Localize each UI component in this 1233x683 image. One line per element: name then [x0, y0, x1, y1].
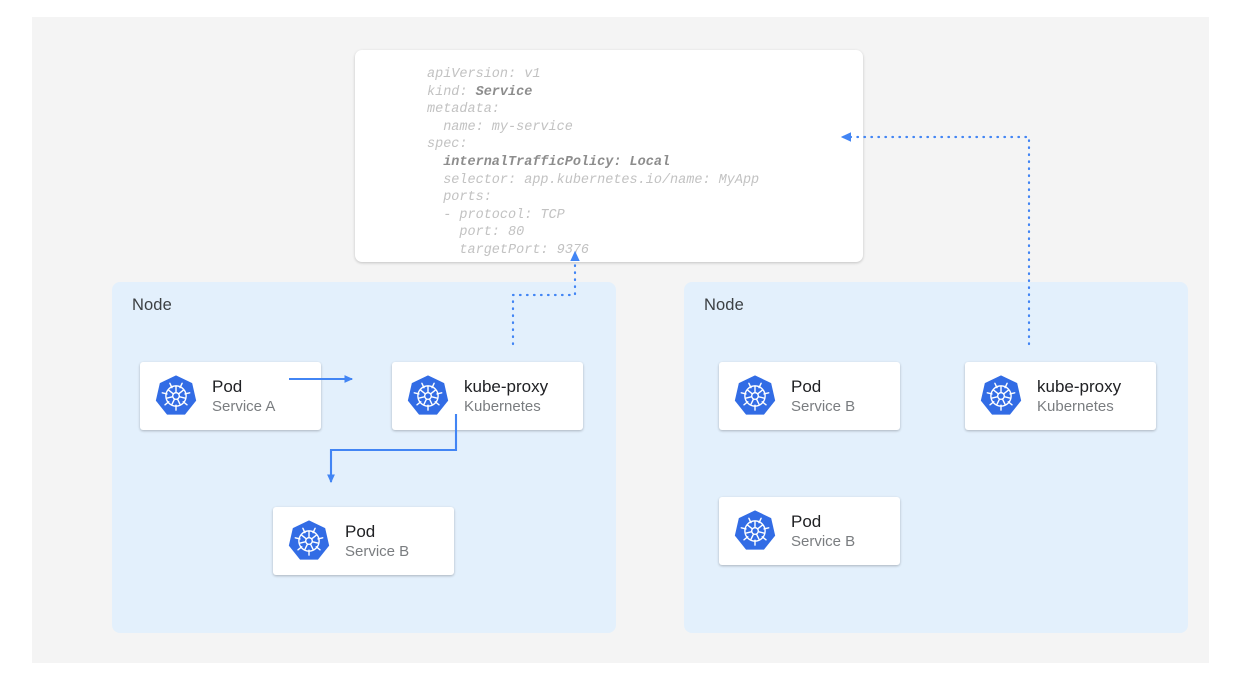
- kubernetes-icon: [979, 374, 1023, 418]
- card-title: kube-proxy: [1037, 376, 1122, 396]
- manifest-line: apiVersion: v1: [427, 67, 541, 82]
- card-subtitle: Service B: [345, 542, 410, 560]
- card-subtitle: Service A: [212, 397, 276, 415]
- manifest-line: targetPort: 9376: [427, 242, 590, 258]
- kubernetes-icon: [287, 519, 331, 563]
- manifest-line: ports:: [427, 190, 492, 206]
- service-manifest-card: apiVersion: v1 kind: Service metadata: nam…: [355, 50, 863, 262]
- card-text: Pod Service A: [212, 376, 275, 417]
- node-panel-right: Node: [684, 282, 1188, 633]
- card-title: Pod: [791, 511, 822, 531]
- card-pod-service-a[interactable]: Pod Service A: [140, 362, 321, 430]
- card-subtitle: Kubernetes: [464, 397, 541, 415]
- manifest-line: name: my-service: [427, 119, 573, 135]
- card-subtitle: Service B: [791, 532, 856, 550]
- node-panel-left: Node: [112, 282, 616, 633]
- card-kube-proxy-right[interactable]: kube-proxy Kubernetes: [965, 362, 1156, 430]
- card-pod-service-b-left[interactable]: Pod Service B: [273, 507, 454, 575]
- card-title: Pod: [212, 376, 243, 396]
- node-label: Node: [704, 296, 744, 314]
- kubernetes-icon: [733, 374, 777, 418]
- card-text: kube-proxy Kubernetes: [464, 376, 548, 417]
- card-title: Pod: [791, 376, 822, 396]
- manifest-line: selector: app.kubernetes.io/name: MyApp: [427, 172, 760, 188]
- service-manifest-code: apiVersion: v1 kind: Service metadata: nam…: [427, 66, 759, 260]
- card-subtitle: Kubernetes: [1037, 397, 1114, 415]
- node-label: Node: [132, 296, 172, 314]
- manifest-line: - protocol: TCP: [427, 207, 565, 223]
- manifest-line: internalTrafficPolicy: Local: [427, 154, 759, 172]
- manifest-line-emphasis: internalTrafficPolicy: Local: [443, 154, 671, 170]
- manifest-line: port: 80: [427, 225, 525, 241]
- card-subtitle: Service B: [791, 397, 856, 415]
- card-pod-service-b-right-bottom[interactable]: Pod Service B: [719, 497, 900, 565]
- manifest-line: metadata:: [427, 102, 500, 118]
- kubernetes-icon: [154, 374, 198, 418]
- card-text: kube-proxy Kubernetes: [1037, 376, 1121, 417]
- card-text: Pod Service B: [345, 521, 409, 562]
- card-kube-proxy-left[interactable]: kube-proxy Kubernetes: [392, 362, 583, 430]
- kubernetes-icon: [733, 509, 777, 553]
- card-text: Pod Service B: [791, 511, 855, 552]
- card-title: kube-proxy: [464, 376, 549, 396]
- manifest-line: kind: Service: [427, 84, 533, 100]
- card-title: Pod: [345, 521, 376, 541]
- card-text: Pod Service B: [791, 376, 855, 417]
- manifest-line-emphasis: Service: [475, 84, 533, 100]
- kubernetes-icon: [406, 374, 450, 418]
- manifest-line: spec:: [427, 137, 468, 153]
- card-pod-service-b-right-top[interactable]: Pod Service B: [719, 362, 900, 430]
- diagram-canvas: apiVersion: v1 kind: Service metadata: nam…: [32, 17, 1209, 663]
